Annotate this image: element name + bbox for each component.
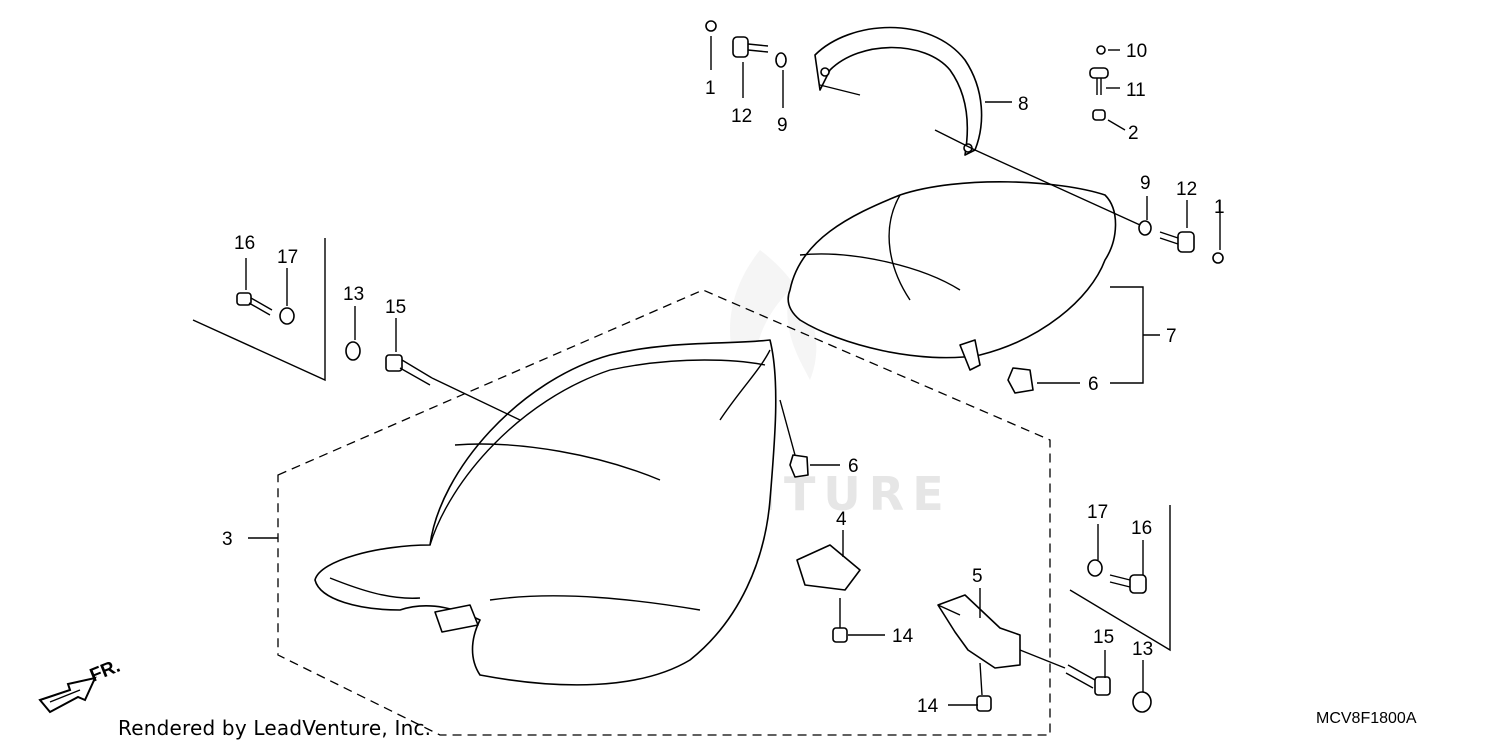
leader-lines	[245, 36, 1221, 706]
callout-15a: 15	[385, 297, 406, 318]
callout-6b: 6	[848, 456, 859, 477]
callout-17a: 17	[277, 247, 298, 268]
callout-9a: 9	[777, 115, 788, 136]
callout-2: 2	[1128, 123, 1139, 144]
callout-8: 8	[1018, 94, 1029, 115]
left-divider	[192, 238, 326, 382]
callout-13b: 13	[1132, 639, 1153, 660]
callout-16a: 16	[234, 233, 255, 254]
callout-10: 10	[1126, 41, 1147, 62]
callout-6a: 6	[1088, 374, 1099, 395]
callout-4: 4	[836, 509, 847, 530]
render-credit: Rendered by LeadVenture, Inc.	[118, 716, 432, 740]
callout-13a: 13	[343, 284, 364, 305]
callout-14a: 14	[892, 626, 914, 647]
right-divider	[1069, 505, 1171, 652]
callout-1b: 1	[1214, 197, 1225, 218]
front-indicator-label: FR.	[87, 656, 123, 687]
callout-15b: 15	[1093, 627, 1114, 648]
main-seat	[314, 339, 777, 686]
callout-12b: 12	[1176, 179, 1197, 200]
callout-16b: 16	[1131, 518, 1152, 539]
callout-3: 3	[222, 529, 233, 550]
callout-14b: 14	[917, 696, 939, 717]
hardware	[236, 20, 1224, 713]
callout-7: 7	[1166, 326, 1177, 347]
passenger-seat	[787, 181, 1117, 371]
grab-strap	[814, 26, 983, 156]
callout-9b: 9	[1140, 173, 1151, 194]
callout-12a: 12	[731, 106, 752, 127]
callout-17b: 17	[1087, 502, 1108, 523]
front-arrow-icon	[38, 676, 97, 714]
callout-11: 11	[1126, 80, 1146, 101]
diagram-code: MCV8F1800A	[1316, 710, 1417, 727]
callout-5: 5	[972, 566, 983, 587]
main-seat-dashed-outline	[277, 289, 1051, 736]
callout-1a: 1	[705, 78, 716, 99]
